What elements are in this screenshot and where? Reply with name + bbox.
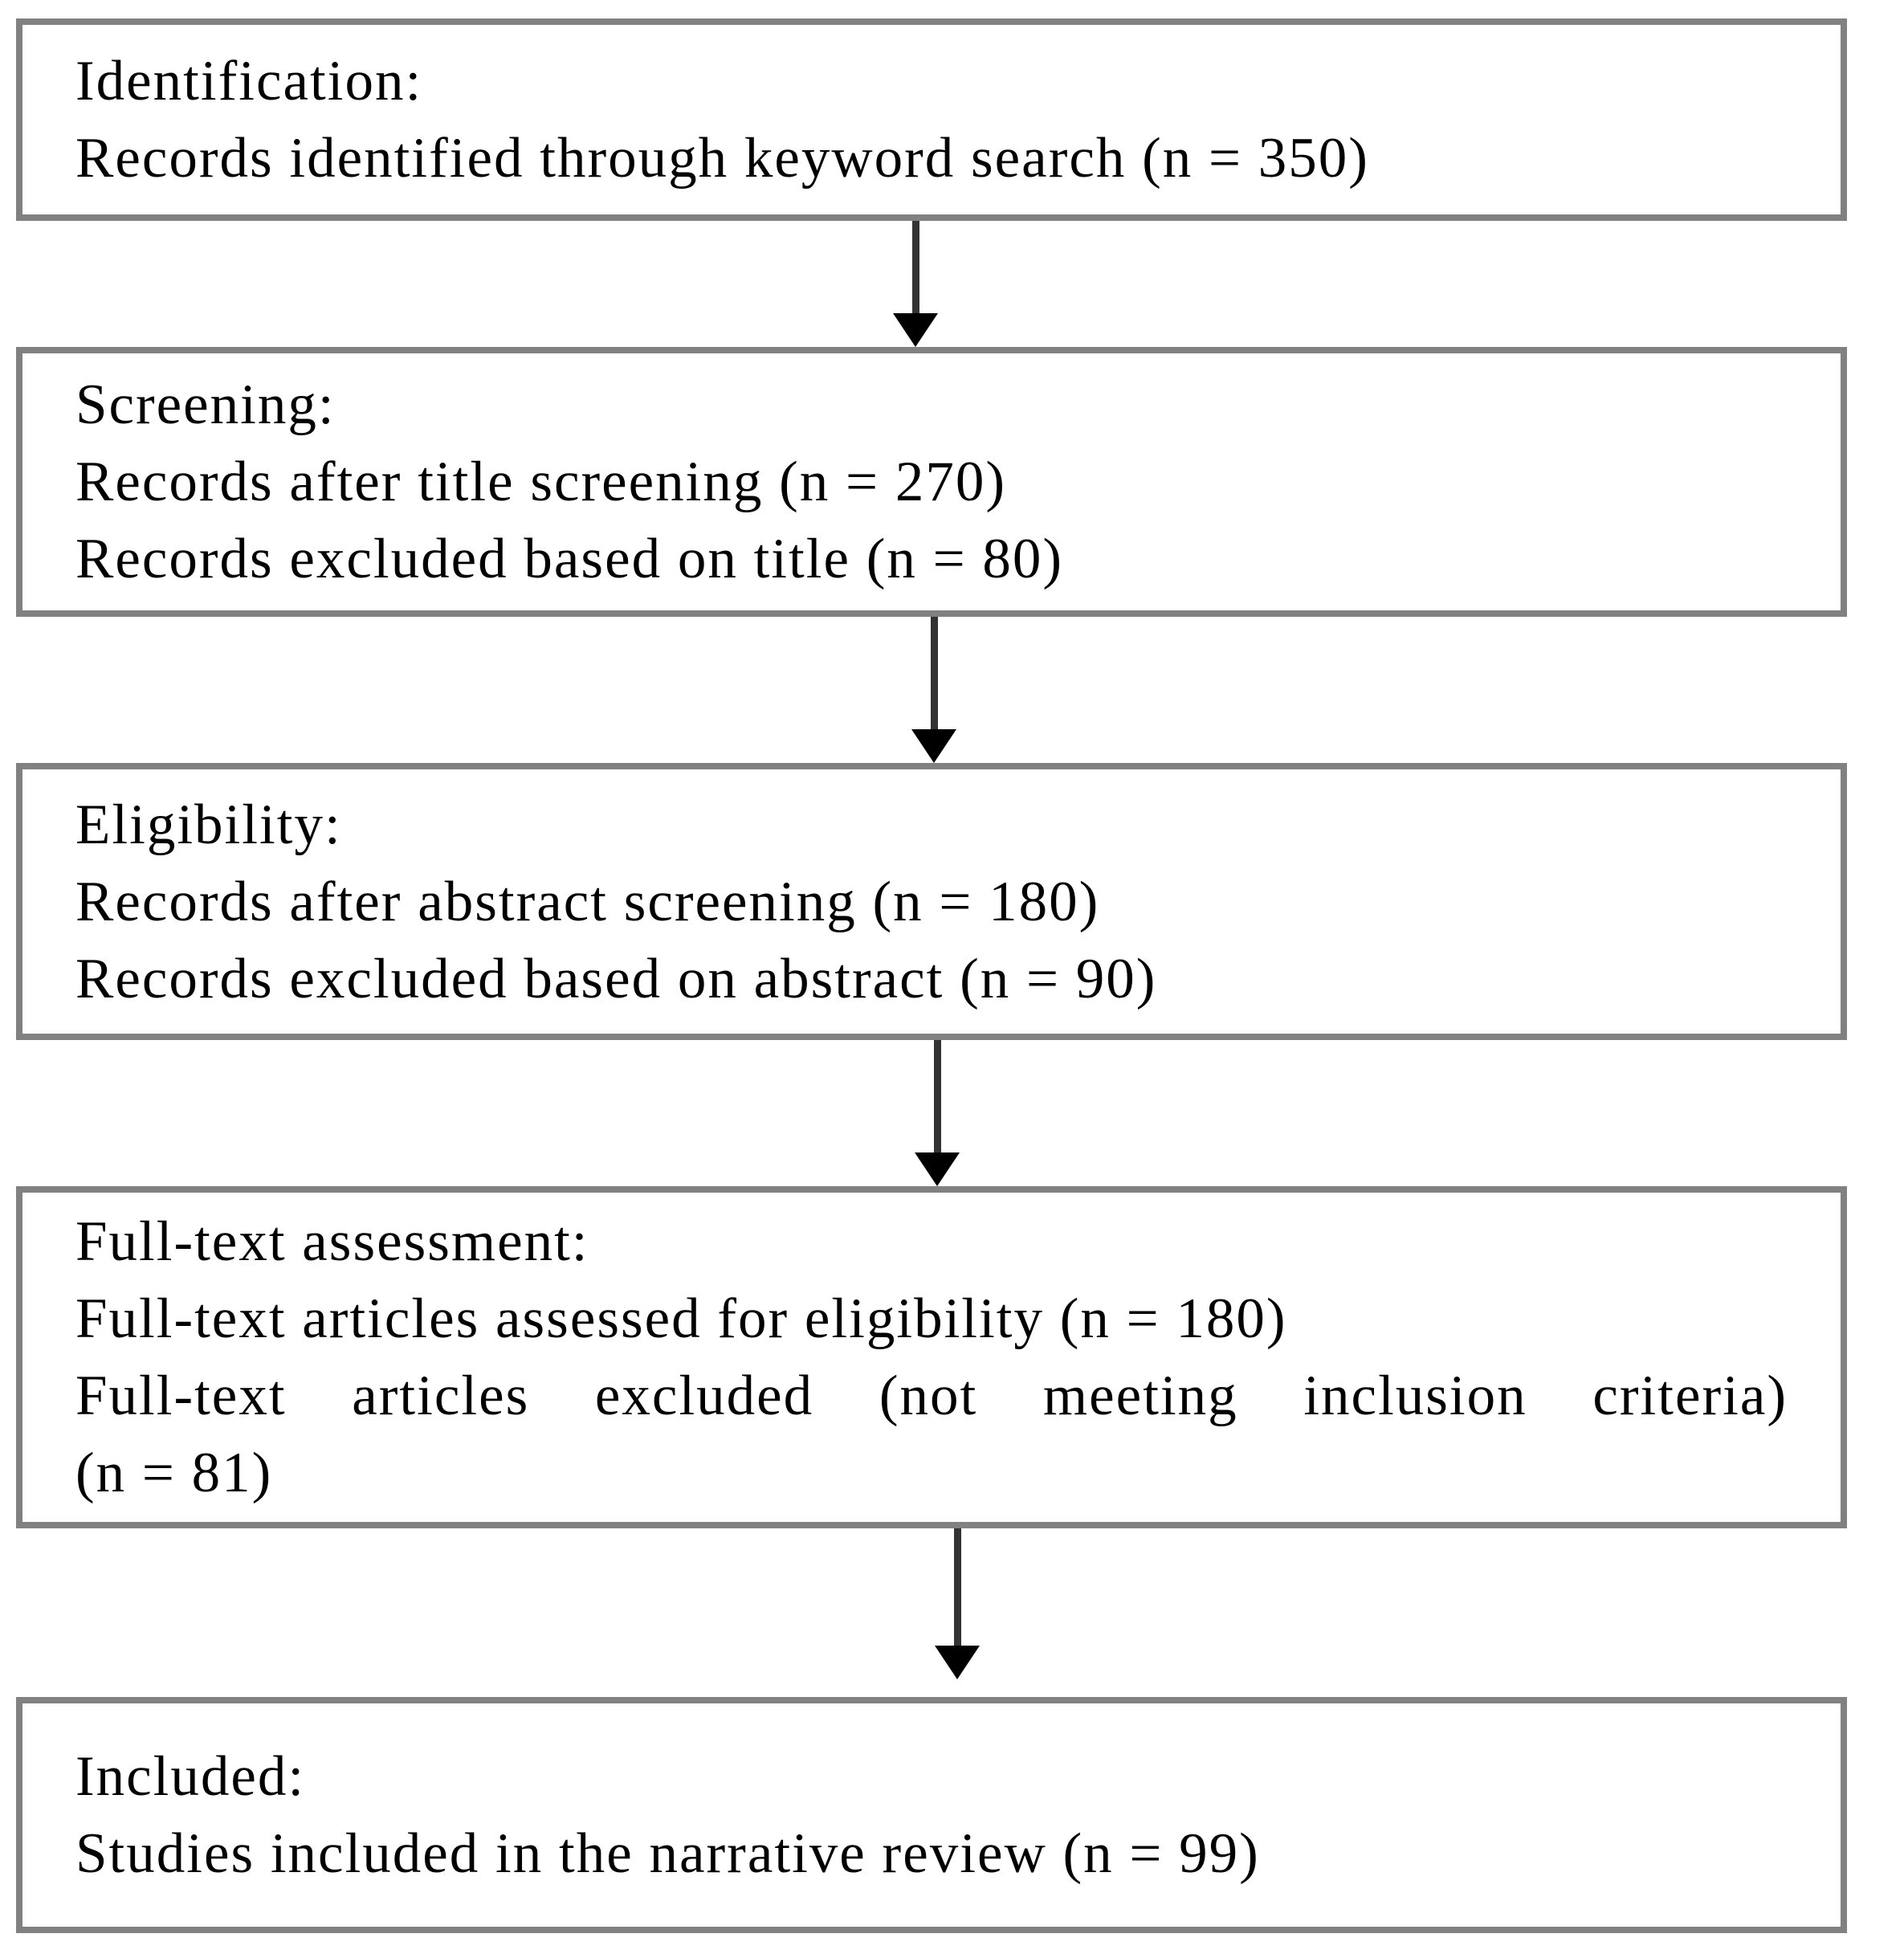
arrow-head (915, 1152, 960, 1186)
fulltext-line: (n = 81) (75, 1442, 273, 1504)
arrow-shaft (953, 1528, 961, 1646)
flow-box-included: Included: Studies included in the narrat… (16, 1697, 1847, 1933)
screening-line: Records excluded based on title (n = 80) (75, 528, 1064, 590)
eligibility-line: Records after abstract screening (n = 18… (75, 870, 1100, 933)
screening-line: Records after title screening (n = 270) (75, 451, 1006, 513)
down-arrow-icon-eligibility-to-fulltext (915, 1040, 960, 1186)
arrow-head (893, 313, 938, 347)
arrow-shaft (933, 1040, 941, 1152)
included-heading: Included: (75, 1745, 306, 1808)
flow-box-eligibility: Eligibility: Records after abstract scre… (16, 763, 1847, 1040)
fulltext-line: Full-text articles assessed for eligibil… (75, 1287, 1287, 1350)
down-arrow-icon-fulltext-to-included (935, 1528, 980, 1679)
arrow-head (935, 1646, 980, 1679)
down-arrow-icon-screening-to-eligibility (911, 617, 956, 763)
identification-line: Records identified through keyword searc… (75, 127, 1369, 190)
identification-heading: Identification: (75, 50, 423, 112)
flow-box-screening: Screening: Records after title screening… (16, 347, 1847, 617)
screening-heading: Screening: (75, 373, 336, 436)
arrow-head (911, 729, 956, 763)
included-line: Studies included in the narrative review… (75, 1822, 1260, 1885)
arrow-shaft (911, 221, 919, 313)
fulltext-heading: Full-text assessment: (75, 1210, 589, 1273)
eligibility-line: Records excluded based on abstract (n = … (75, 947, 1157, 1010)
eligibility-heading: Eligibility: (75, 793, 342, 856)
fulltext-line: Full-text articles excluded (not meeting… (75, 1365, 1788, 1427)
arrow-shaft (930, 617, 938, 729)
down-arrow-icon-identification-to-screening (893, 221, 938, 347)
flow-box-full-text-assessment: Full-text assessment: Full-text articles… (16, 1186, 1847, 1528)
flow-box-identification: Identification: Records identified throu… (16, 18, 1847, 221)
